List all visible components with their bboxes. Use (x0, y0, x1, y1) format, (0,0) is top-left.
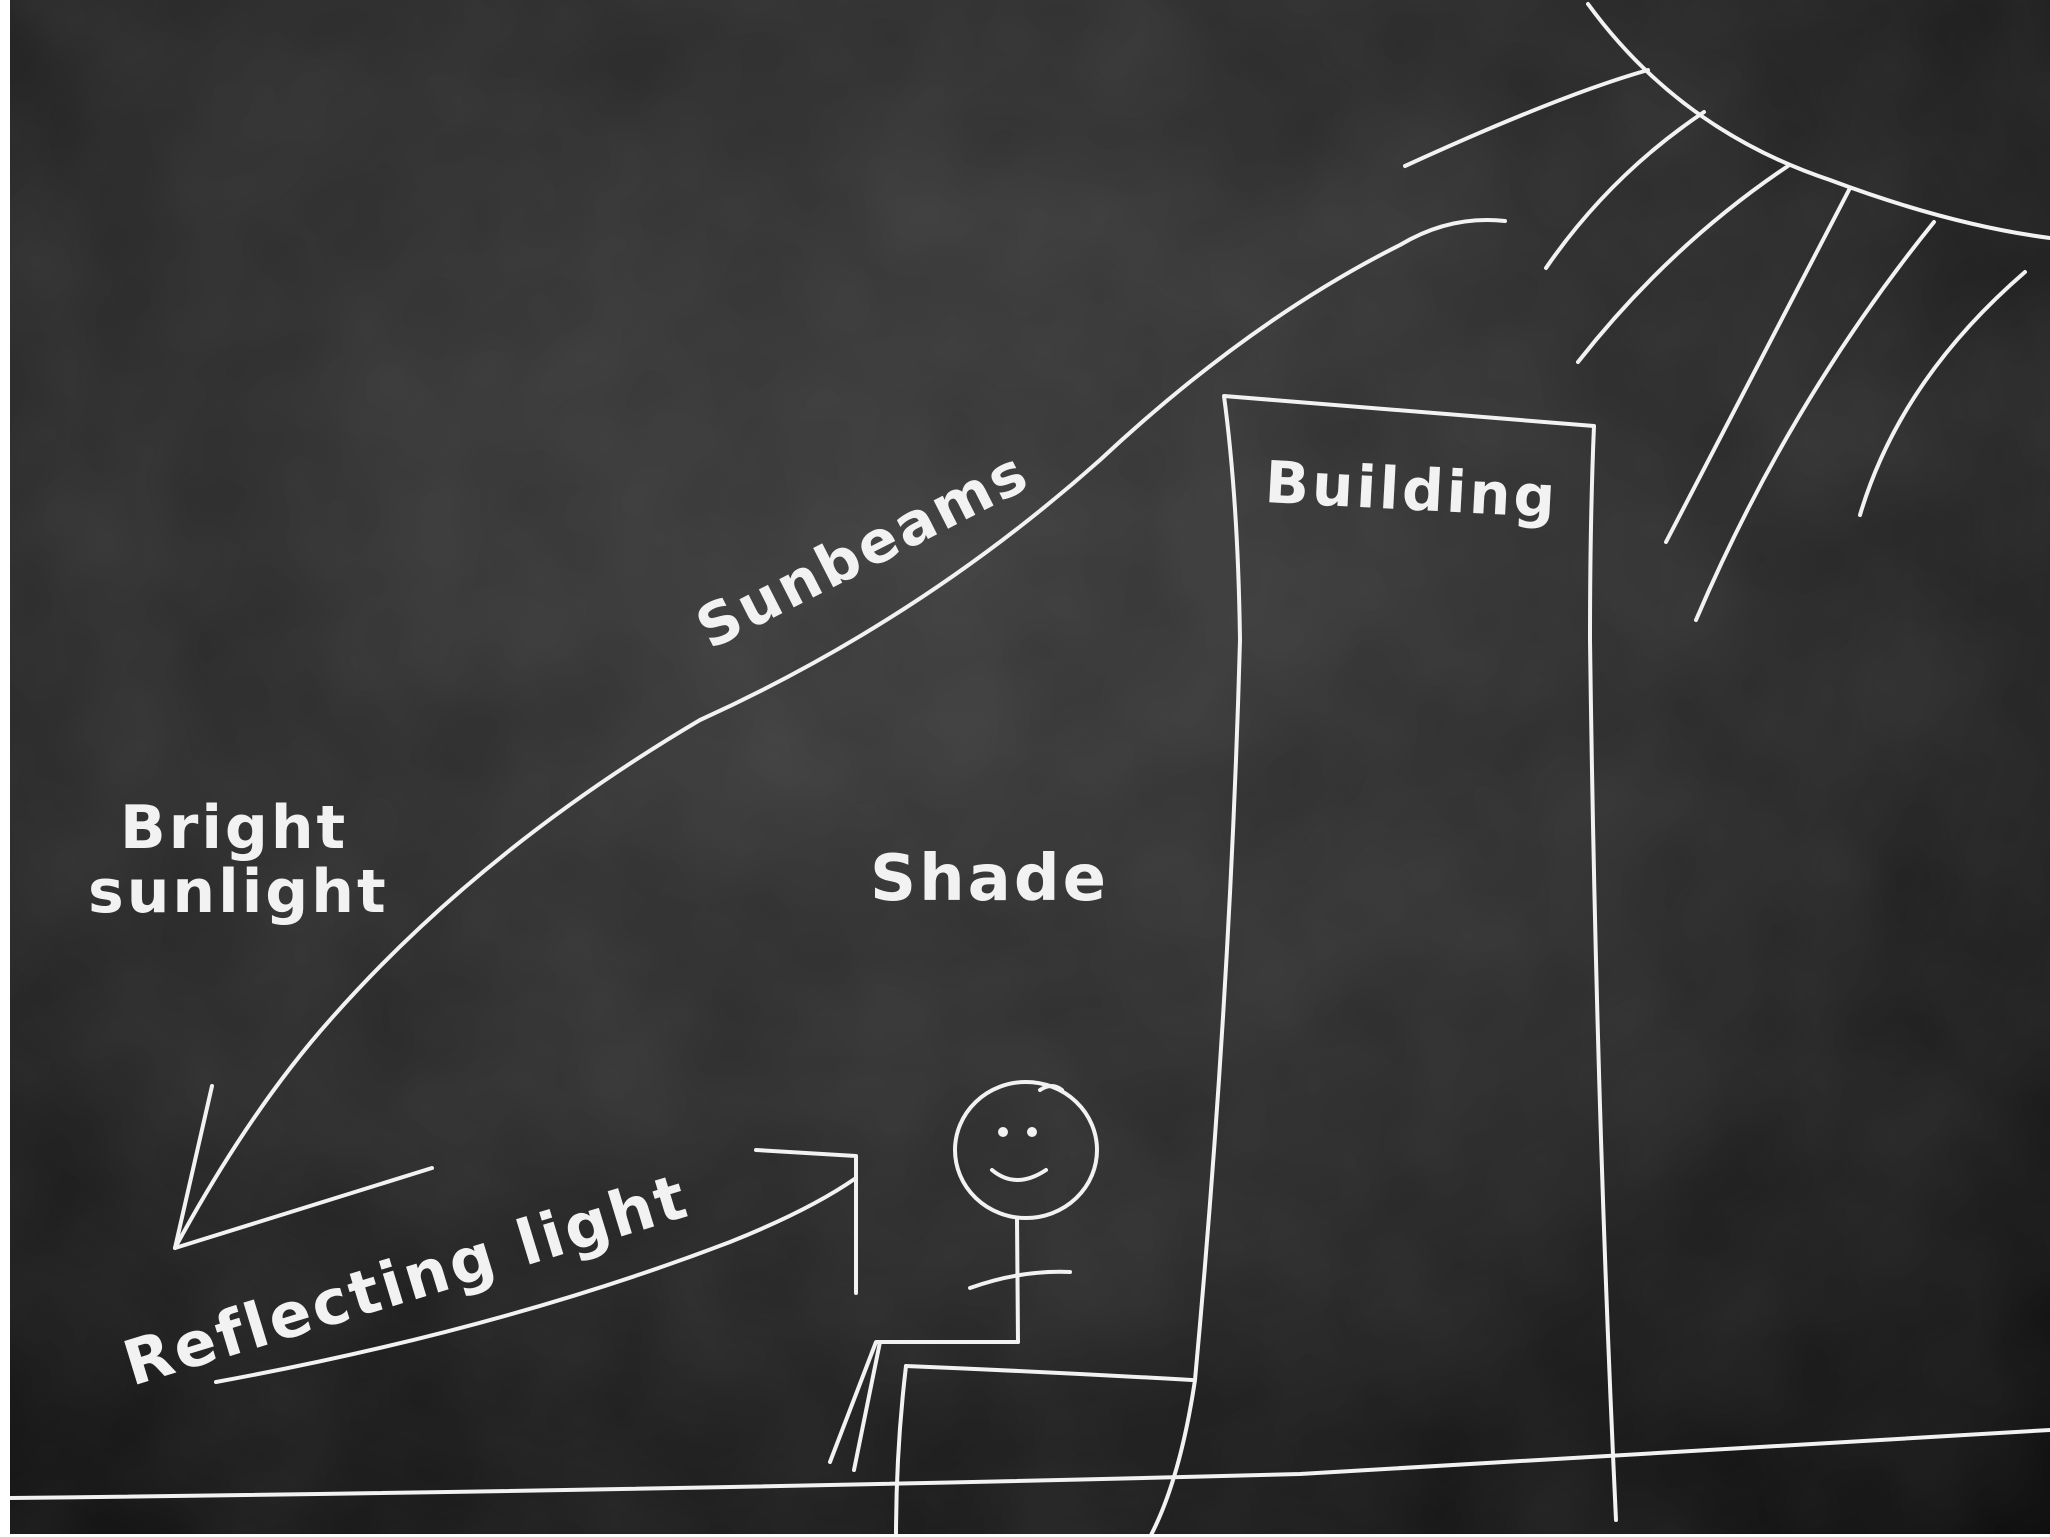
bright-sunlight-label-line2: sunlight (88, 857, 389, 927)
frame-left-edge (0, 0, 10, 1537)
stick-figure-body (1017, 1218, 1018, 1342)
bright-sunlight-label-line1: Bright (120, 793, 348, 863)
stick-figure-eye (1000, 1129, 1006, 1135)
stick-figure-eye (1029, 1129, 1035, 1135)
shade-label: Shade (870, 842, 1109, 916)
